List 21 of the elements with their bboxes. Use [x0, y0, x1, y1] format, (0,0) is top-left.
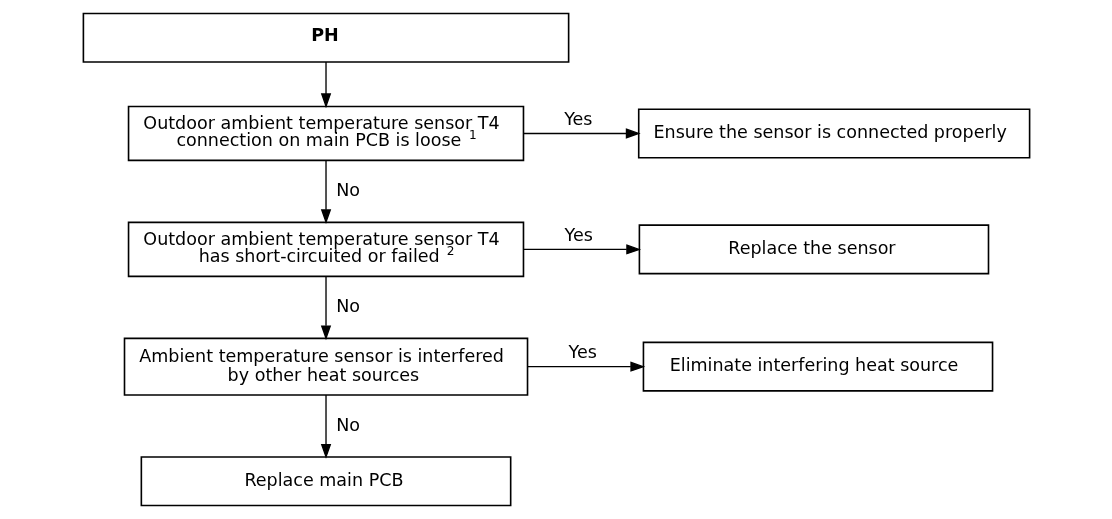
- node-box: Ensure the sensor is connected properly: [637, 108, 1030, 159]
- arrow: [526, 361, 645, 372]
- node-box: PH: [82, 12, 569, 63]
- arrow: [522, 128, 641, 139]
- node-box: Outdoor ambient temperature sensor T4 connection on main PCB is loose$^{1}$: [127, 105, 524, 162]
- edge-label: No: [335, 180, 360, 201]
- arrow: [320, 159, 331, 225]
- edge-label: Yes: [563, 108, 592, 129]
- edge-label: No: [335, 414, 360, 435]
- arrow: [320, 61, 331, 109]
- edge-label: No: [335, 295, 360, 316]
- node-box: Replace main PCB: [140, 456, 511, 507]
- node-box: Replace the sensor: [638, 224, 989, 275]
- edge-label: Yes: [568, 341, 597, 362]
- node-box: Outdoor ambient temperature sensor T4 has short-circuited or failed$^{2}$: [127, 221, 524, 278]
- arrow: [320, 394, 331, 459]
- node-box: Ambient temperature sensor is interfered by other heat sources: [123, 337, 528, 396]
- arrow: [522, 244, 641, 255]
- edge-label: Yes: [564, 224, 593, 245]
- node-box: Eliminate interfering heat source: [642, 341, 993, 392]
- arrow: [320, 276, 331, 341]
